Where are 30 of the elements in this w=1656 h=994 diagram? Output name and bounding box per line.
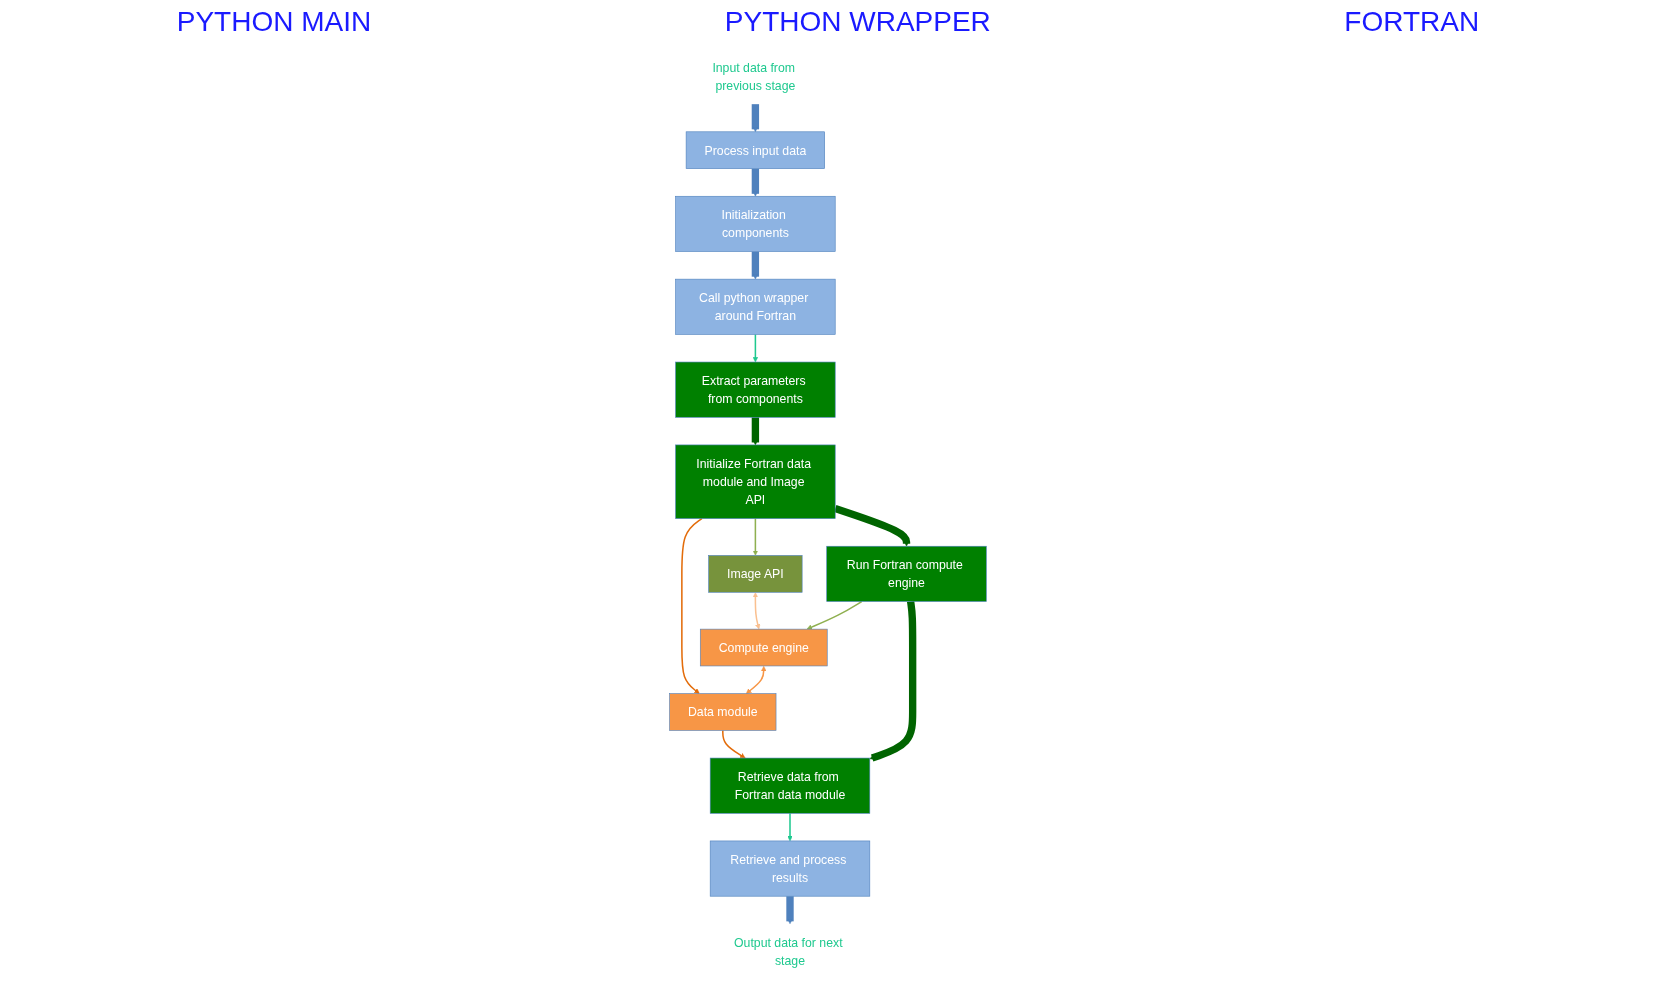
node-box: Retrieve data from Fortran data module	[709, 757, 871, 814]
arrow	[751, 250, 760, 280]
node-text: Output data for next stage	[734, 935, 843, 968]
node-text: Input data from previous stage	[712, 60, 796, 93]
node-box: Run Fortran compute engine	[826, 545, 987, 602]
arrow	[746, 665, 767, 694]
node-box: Retrieve and process results	[709, 840, 871, 897]
column-heading: PYTHON MAIN	[176, 6, 372, 38]
column-heading: PYTHON WRAPPER	[724, 6, 991, 38]
node-box: Process input data	[685, 131, 825, 169]
arrow	[752, 517, 759, 556]
arrow	[752, 333, 759, 363]
arrow	[752, 592, 761, 630]
arrow	[787, 812, 793, 842]
node-box: Initialization components	[675, 195, 836, 252]
arrow	[806, 600, 863, 630]
arrow	[751, 167, 760, 197]
column-heading: FORTRAN	[1344, 6, 1480, 38]
arrow	[869, 600, 917, 762]
node-box: Call python wrapper around Fortran	[675, 278, 836, 335]
arrow	[751, 415, 760, 446]
node-box: Compute engine	[700, 628, 828, 667]
arrow	[722, 729, 746, 759]
node-box: Initialize Fortran data module and Image API	[675, 444, 836, 519]
arrow	[834, 505, 911, 547]
node-box: Image API	[708, 555, 803, 593]
node-box: Extract parameters from components	[675, 361, 836, 418]
arrow	[751, 102, 760, 133]
arrow	[681, 517, 703, 694]
node-box: Data module	[669, 693, 777, 731]
